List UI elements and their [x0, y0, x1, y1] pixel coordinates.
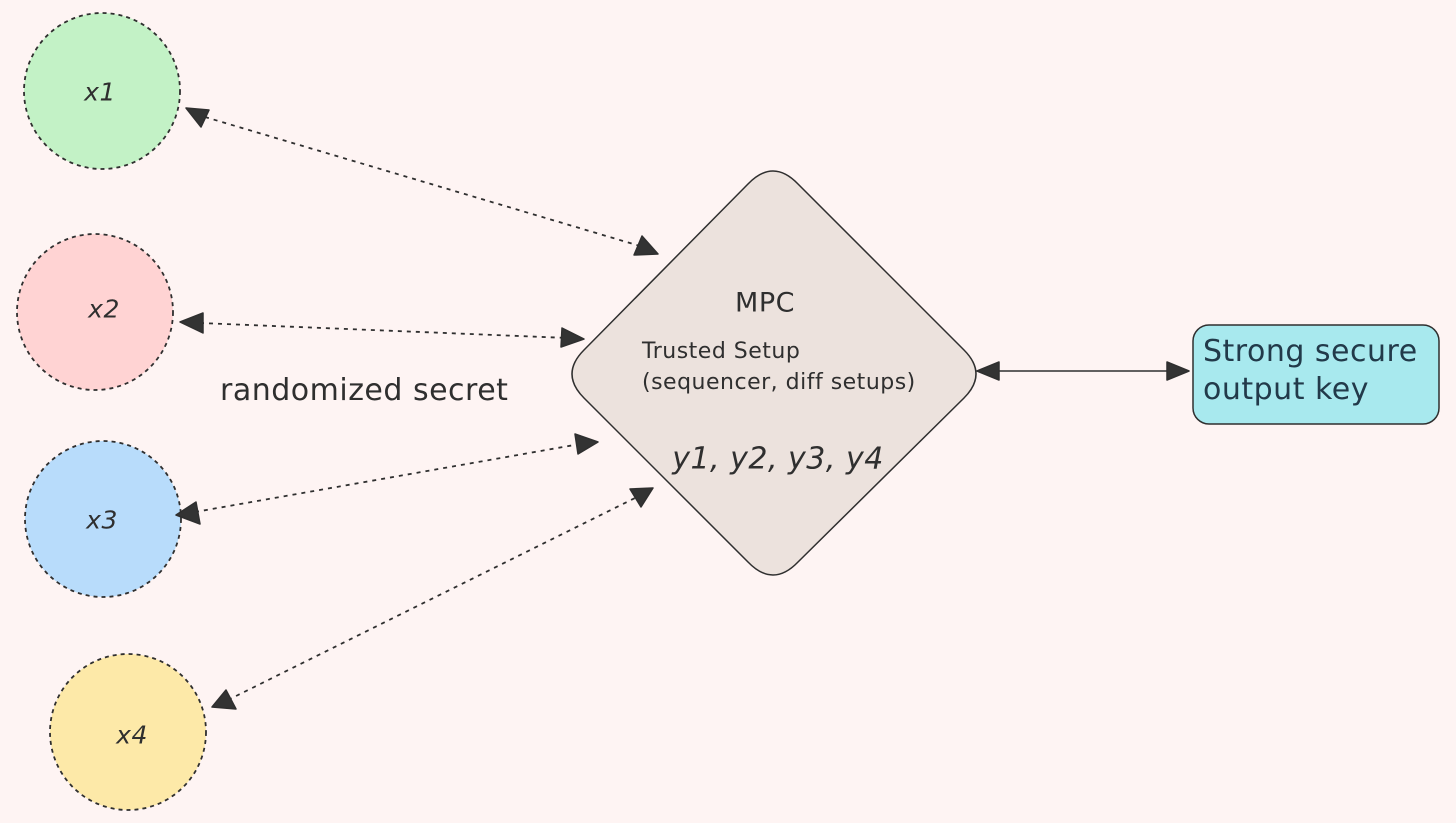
- node-x4-label: x4: [116, 720, 148, 750]
- node-x1[interactable]: [23, 12, 181, 170]
- arrowhead-x2-end: [179, 312, 204, 334]
- arrowhead-x4-end: [211, 689, 237, 710]
- arrowhead-x3-end: [175, 501, 201, 525]
- mpc-diamond[interactable]: [571, 170, 977, 576]
- arrowhead-mpc-from-x3: [574, 433, 599, 455]
- node-x1-label: x1: [84, 77, 116, 107]
- node-x3[interactable]: [24, 440, 182, 598]
- arrowhead-mpc-from-x1: [633, 235, 659, 256]
- arrowhead-mpc-from-x2: [560, 327, 585, 348]
- node-x2-label: x2: [88, 294, 120, 324]
- output-key-box[interactable]: [1192, 324, 1440, 425]
- arrowhead-mpc-from-x4: [629, 487, 654, 508]
- arrowhead-x1-end: [185, 107, 210, 128]
- arrowhead-output-from-mpc: [1166, 361, 1190, 381]
- node-x2[interactable]: [16, 233, 174, 391]
- mpc-setup-text: Trusted Setup (sequencer, diff setups): [642, 336, 916, 398]
- mpc-setup-line2: (sequencer, diff setups): [642, 370, 916, 395]
- edge-x4-mpc: [227, 496, 638, 701]
- mpc-outputs: y1, y2, y3, y4: [672, 441, 884, 477]
- output-key-line1: Strong secure: [1203, 334, 1418, 369]
- node-x4[interactable]: [49, 653, 207, 811]
- arrowhead-mpc-from-output: [976, 361, 1000, 381]
- edge-x2-mpc: [199, 322, 569, 339]
- output-key-label: Strong secure output key: [1203, 333, 1418, 409]
- mpc-title: MPC: [735, 287, 795, 319]
- edge-label-randomized-secret: randomized secret: [220, 373, 509, 408]
- edge-x3-mpc: [194, 443, 581, 513]
- output-key-line2: output key: [1203, 372, 1370, 407]
- node-x3-label: x3: [86, 505, 118, 535]
- mpc-setup-line1: Trusted Setup: [642, 339, 801, 364]
- edge-x1-mpc: [204, 116, 641, 247]
